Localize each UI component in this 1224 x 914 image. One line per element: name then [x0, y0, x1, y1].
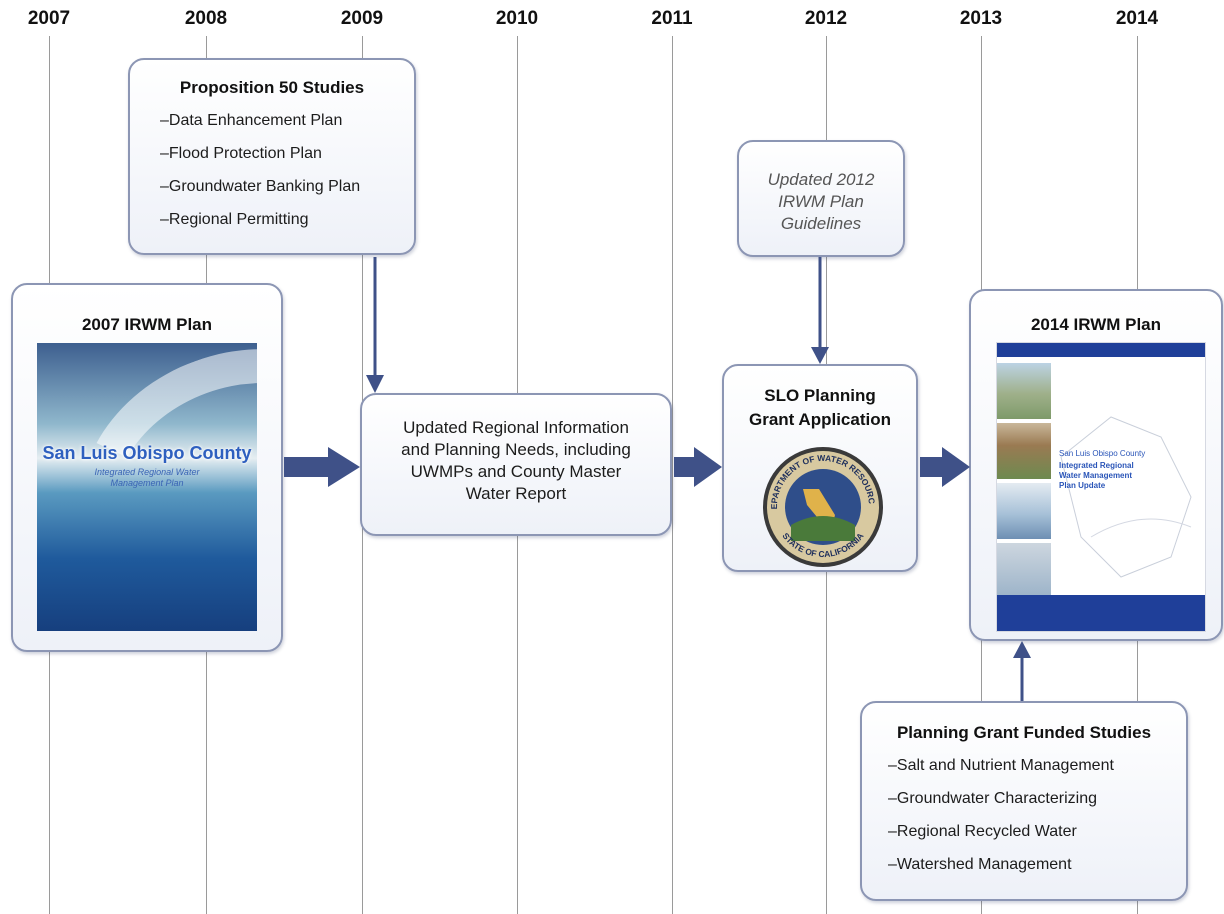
funded-studies-item: –Groundwater Characterizing: [888, 790, 1097, 807]
plan-2014-cover-image: San Luis Obispo County Integrated Region…: [996, 342, 1206, 632]
cover-photo-coast: [997, 483, 1051, 539]
regional-to-slo-arrow: [674, 447, 722, 487]
cover-title: San Luis Obispo County: [1059, 449, 1146, 458]
cover-subtitle-line: Integrated Regional Water: [94, 467, 200, 477]
funded-up-arrow: [1013, 641, 1031, 701]
year-label-2012: 2012: [804, 8, 848, 29]
regional-info-line: and Planning Needs, including: [401, 440, 631, 459]
year-label-2011: 2011: [651, 8, 693, 29]
year-label-2009: 2009: [340, 8, 384, 29]
guidelines-line: Guidelines: [780, 214, 862, 233]
regional-info-box: Updated Regional Information and Plannin…: [360, 393, 672, 536]
regional-info-line: Water Report: [465, 484, 567, 503]
dwr-seal-icon: DEPARTMENT OF WATER RESOURCES STATE OF C…: [761, 445, 883, 567]
funded-studies-item: –Watershed Management: [888, 856, 1072, 873]
prop50-item: –Regional Permitting: [160, 211, 309, 228]
plan-2014-title: 2014 IRWM Plan: [1030, 315, 1162, 334]
plan-2007-title: 2007 IRWM Plan: [81, 315, 213, 334]
cover-subtitle-line: Management Plan: [110, 478, 184, 488]
cover-photo-reservoir: [997, 363, 1051, 419]
cover-subtitle-line: Integrated Regional: [1059, 461, 1134, 470]
year-label-2010: 2010: [495, 8, 539, 29]
funded-studies-item: –Salt and Nutrient Management: [888, 757, 1114, 774]
plan2007-to-regional-arrow: [284, 447, 360, 487]
prop50-list: –Data Enhancement Plan –Flood Protection…: [160, 110, 414, 230]
cover-subtitle-line: Water Management: [1059, 471, 1133, 480]
guidelines-box: Updated 2012 IRWM Plan Guidelines: [737, 140, 905, 257]
cover-subtitle: Integrated Regional Water Management Pla…: [37, 467, 257, 489]
cover-subtitle: Integrated Regional Water Management Pla…: [1059, 461, 1159, 491]
slo-grant-title-line: Grant Application: [749, 410, 891, 429]
prop50-item: –Data Enhancement Plan: [160, 112, 343, 129]
year-label-2014: 2014: [1115, 8, 1159, 29]
cover-bottom-band: [997, 595, 1205, 631]
plan-2007-cover-image: San Luis Obispo County Integrated Region…: [37, 343, 257, 631]
funded-studies-list: –Salt and Nutrient Management –Groundwat…: [888, 755, 1186, 875]
guidelines-down-arrow: [811, 257, 829, 364]
funded-studies-title: Planning Grant Funded Studies: [896, 723, 1152, 742]
funded-studies-item: –Regional Recycled Water: [888, 823, 1077, 840]
regional-info-line: UWMPs and County Master: [410, 462, 622, 481]
year-label-2007: 2007: [27, 8, 71, 29]
cover-photo-vineyard: [997, 543, 1051, 599]
guidelines-line: Updated 2012: [767, 170, 875, 189]
year-label-2008: 2008: [184, 8, 228, 29]
county-outline-icon: [1060, 416, 1192, 578]
prop50-box: Proposition 50 Studies –Data Enhancement…: [128, 58, 416, 255]
guidelines-line: IRWM Plan: [778, 192, 864, 211]
slo-grant-title-line: SLO Planning: [764, 386, 876, 405]
cover-photo-field: [997, 423, 1051, 479]
timeline-line-2011: [672, 36, 673, 914]
slo-to-plan2014-arrow: [920, 447, 970, 487]
prop50-item: –Flood Protection Plan: [160, 145, 322, 162]
funded-studies-box: Planning Grant Funded Studies –Salt and …: [860, 701, 1188, 901]
regional-info-line: Updated Regional Information: [403, 418, 629, 437]
cover-title: San Luis Obispo County: [42, 443, 252, 463]
prop50-title: Proposition 50 Studies: [179, 78, 365, 97]
year-label-2013: 2013: [959, 8, 1003, 29]
cover-subtitle-line: Plan Update: [1059, 481, 1106, 490]
cover-top-band: [997, 343, 1205, 357]
prop50-down-arrow: [366, 257, 384, 393]
prop50-item: –Groundwater Banking Plan: [160, 178, 361, 195]
